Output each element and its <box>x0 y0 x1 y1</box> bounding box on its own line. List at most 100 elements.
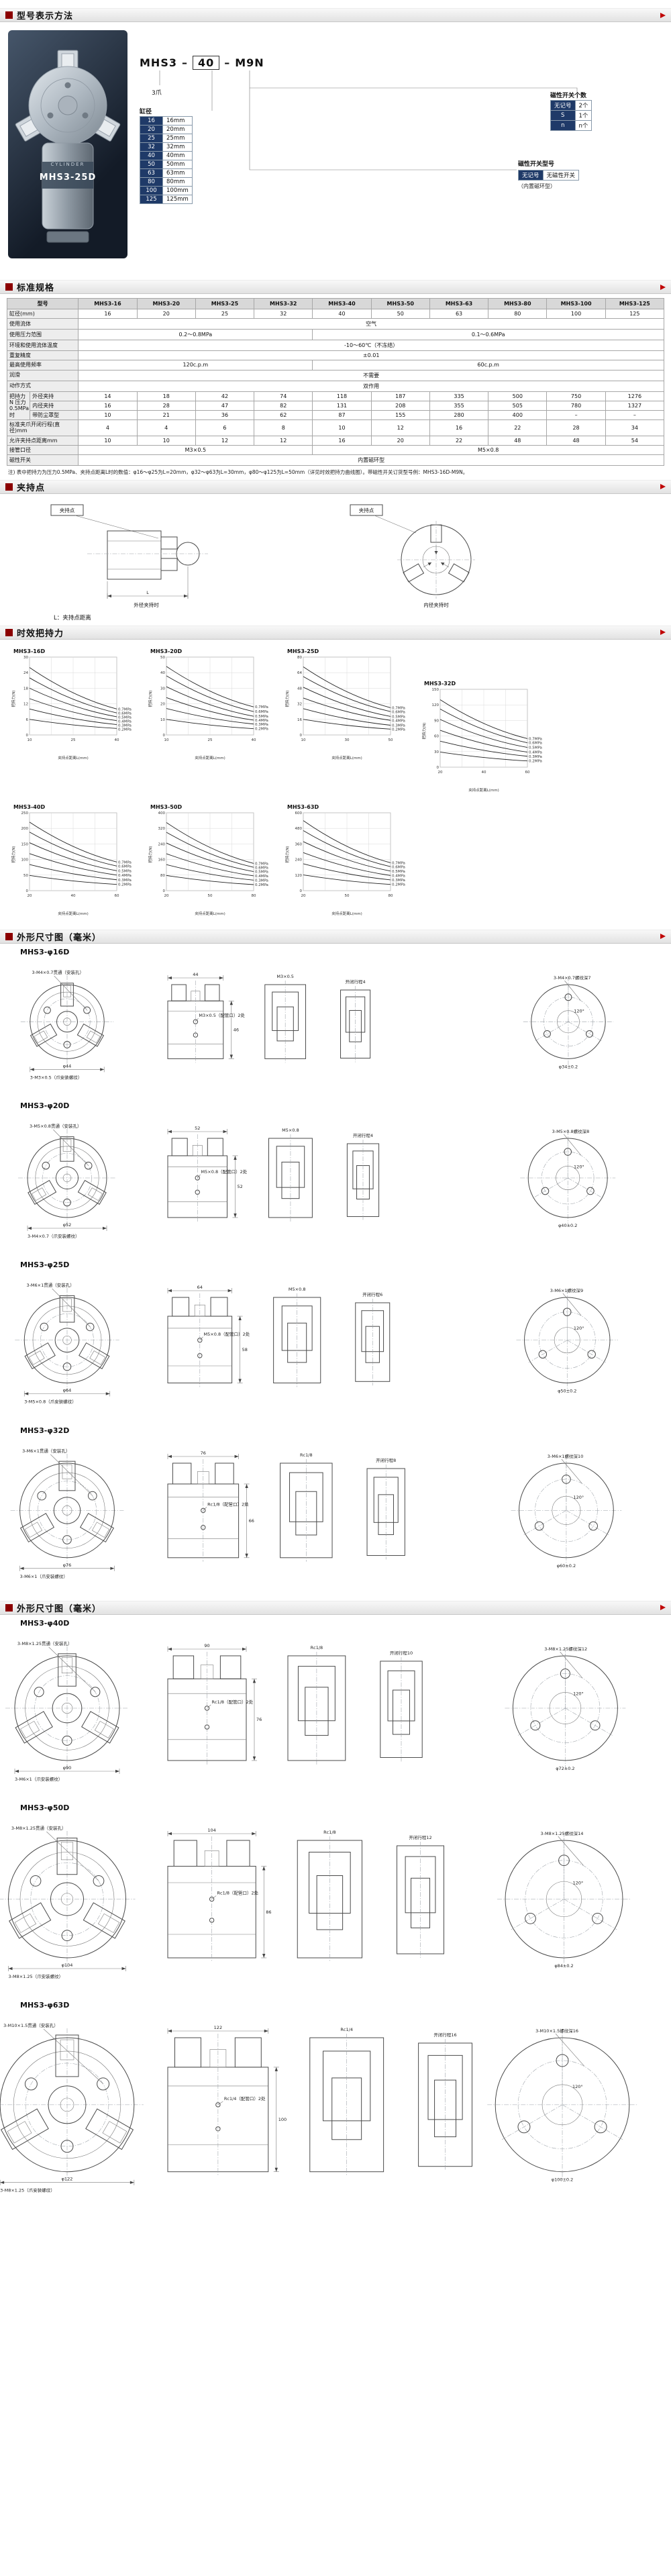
svg-text:φ44: φ44 <box>63 1063 72 1069</box>
dimension-model-label: MHS3-φ40D <box>20 1618 70 1628</box>
table-cell: 25 <box>140 134 163 143</box>
svg-text:100: 100 <box>278 2116 287 2122</box>
spec-cell: 20 <box>136 308 196 319</box>
svg-text:18: 18 <box>23 687 28 691</box>
svg-text:3-M8×1.25（爪安装螺纹）: 3-M8×1.25（爪安装螺纹） <box>9 1973 64 1979</box>
svg-text:3-M8×1.25螺纹深14: 3-M8×1.25螺纹深14 <box>541 1830 584 1836</box>
table-cell: n个 <box>574 120 592 131</box>
spec-row: 使用流体空气 <box>6 318 664 330</box>
svg-text:φ76: φ76 <box>63 1563 72 1568</box>
spec-cell: 最高使用频率 <box>6 360 79 370</box>
svg-text:MHS3-32D: MHS3-32D <box>424 681 456 687</box>
svg-text:50: 50 <box>23 874 28 878</box>
svg-text:φ122: φ122 <box>62 2176 73 2181</box>
svg-text:Rc1/8: Rc1/8 <box>311 1645 323 1650</box>
svg-text:480: 480 <box>295 827 303 831</box>
switch-model-table: 无记号无磁性开关 <box>518 170 580 181</box>
table-cell: 80 <box>140 177 163 187</box>
spec-cell: MHS3-63 <box>429 298 489 309</box>
spec-cell: 型号 <box>6 298 79 309</box>
svg-text:76: 76 <box>256 1717 262 1722</box>
spec-cell: 带防尘罩型 <box>30 409 79 421</box>
spec-cell: 14 <box>78 391 138 401</box>
svg-text:3-M4×0.7（爪安装螺纹）: 3-M4×0.7（爪安装螺纹） <box>28 1233 80 1239</box>
svg-text:122: 122 <box>214 2025 222 2030</box>
spec-cell: 12 <box>195 435 255 446</box>
table-cell: 无记号 <box>518 170 544 181</box>
svg-text:120°: 120° <box>574 1008 584 1013</box>
spec-cell: MHS3-125 <box>605 298 665 309</box>
spec-cell: 内径夹持 <box>30 400 79 411</box>
spec-cell: 环境和使用流体温度 <box>6 340 79 352</box>
svg-text:3-M6×1贯通（安装孔）: 3-M6×1贯通（安装孔） <box>26 1282 74 1288</box>
svg-text:M3×0.5: M3×0.5 <box>276 974 294 979</box>
svg-text:60: 60 <box>525 771 530 775</box>
svg-text:夹持点距离L(mm): 夹持点距离L(mm) <box>58 911 89 916</box>
svg-text:0: 0 <box>163 734 166 738</box>
spec-cell: 780 <box>546 400 606 411</box>
svg-text:40: 40 <box>160 671 165 675</box>
spec-cell: 10 <box>78 435 138 446</box>
spec-row: 润滑不需要 <box>6 369 664 381</box>
table-cell: n <box>550 120 576 131</box>
section-bar-grip-point: 夹持点 <box>0 479 671 494</box>
section-title-dimensions-2: 外形尺寸图（毫米） <box>17 1603 102 1614</box>
svg-text:24: 24 <box>23 671 28 675</box>
spec-cell: 标准夹爪开闭行程(直径)mm <box>6 419 79 436</box>
section-title-grip-point: 夹持点 <box>17 483 46 493</box>
spec-cell: 80 <box>488 308 548 319</box>
dash-separator2: – <box>224 56 231 69</box>
spec-cell: -10～60℃（不冻结） <box>78 340 664 352</box>
spec-cell: 21 <box>136 409 196 421</box>
spec-cell: 22 <box>429 435 489 446</box>
svg-text:52: 52 <box>238 1184 243 1189</box>
svg-text:3-M6×1（爪安装螺纹）: 3-M6×1（爪安装螺纹） <box>15 1776 62 1782</box>
dimension-model-label: MHS3-φ25D <box>20 1260 70 1270</box>
svg-text:0.7MPa: 0.7MPa <box>392 861 405 865</box>
spec-cell: 54 <box>605 435 665 446</box>
spec-cell: 82 <box>254 400 313 411</box>
section-bullet-icon <box>5 483 13 491</box>
svg-text:150: 150 <box>21 842 29 846</box>
svg-text:50: 50 <box>160 656 165 660</box>
svg-text:Rc1/4（配管口）2处: Rc1/4（配管口）2处 <box>224 2095 266 2101</box>
svg-text:开闭行程12: 开闭行程12 <box>409 1834 431 1840</box>
spec-cell: 1276 <box>605 391 665 401</box>
table-cell: 32 <box>140 142 163 152</box>
product-photo: CYLINDER MHS3-25D <box>8 30 127 258</box>
svg-text:夹持点距离L(mm): 夹持点距离L(mm) <box>58 755 89 760</box>
spec-cell: MHS3-40 <box>312 298 372 309</box>
spec-cell: 10 <box>136 435 196 446</box>
table-cell: 50 <box>140 160 163 169</box>
section-bar-specs: 标准规格 <box>0 280 671 294</box>
svg-text:MHS3-40D: MHS3-40D <box>13 804 45 810</box>
svg-text:100: 100 <box>21 858 29 862</box>
svg-text:80: 80 <box>252 894 256 898</box>
dimension-drawing: φ643-M6×1贯通（安装孔）3-M5×0.8（爪安装螺纹）6458M5×0.… <box>15 1282 618 1405</box>
section-bar-grip-force: 时效把持力 <box>0 625 671 640</box>
model-switch-code: M9N <box>235 56 264 69</box>
svg-text:开闭行程16: 开闭行程16 <box>433 2032 456 2038</box>
svg-text:0.2MPa: 0.2MPa <box>392 728 405 732</box>
table-cell: 无记号 <box>550 100 576 111</box>
section-bullet-icon <box>5 628 13 636</box>
spec-cell: 62 <box>254 409 313 421</box>
spec-cell: – <box>546 409 606 421</box>
section-arrow-icon <box>660 1605 666 1611</box>
spec-cell: 750 <box>546 391 606 401</box>
model-bore-code: 40 <box>192 56 220 70</box>
